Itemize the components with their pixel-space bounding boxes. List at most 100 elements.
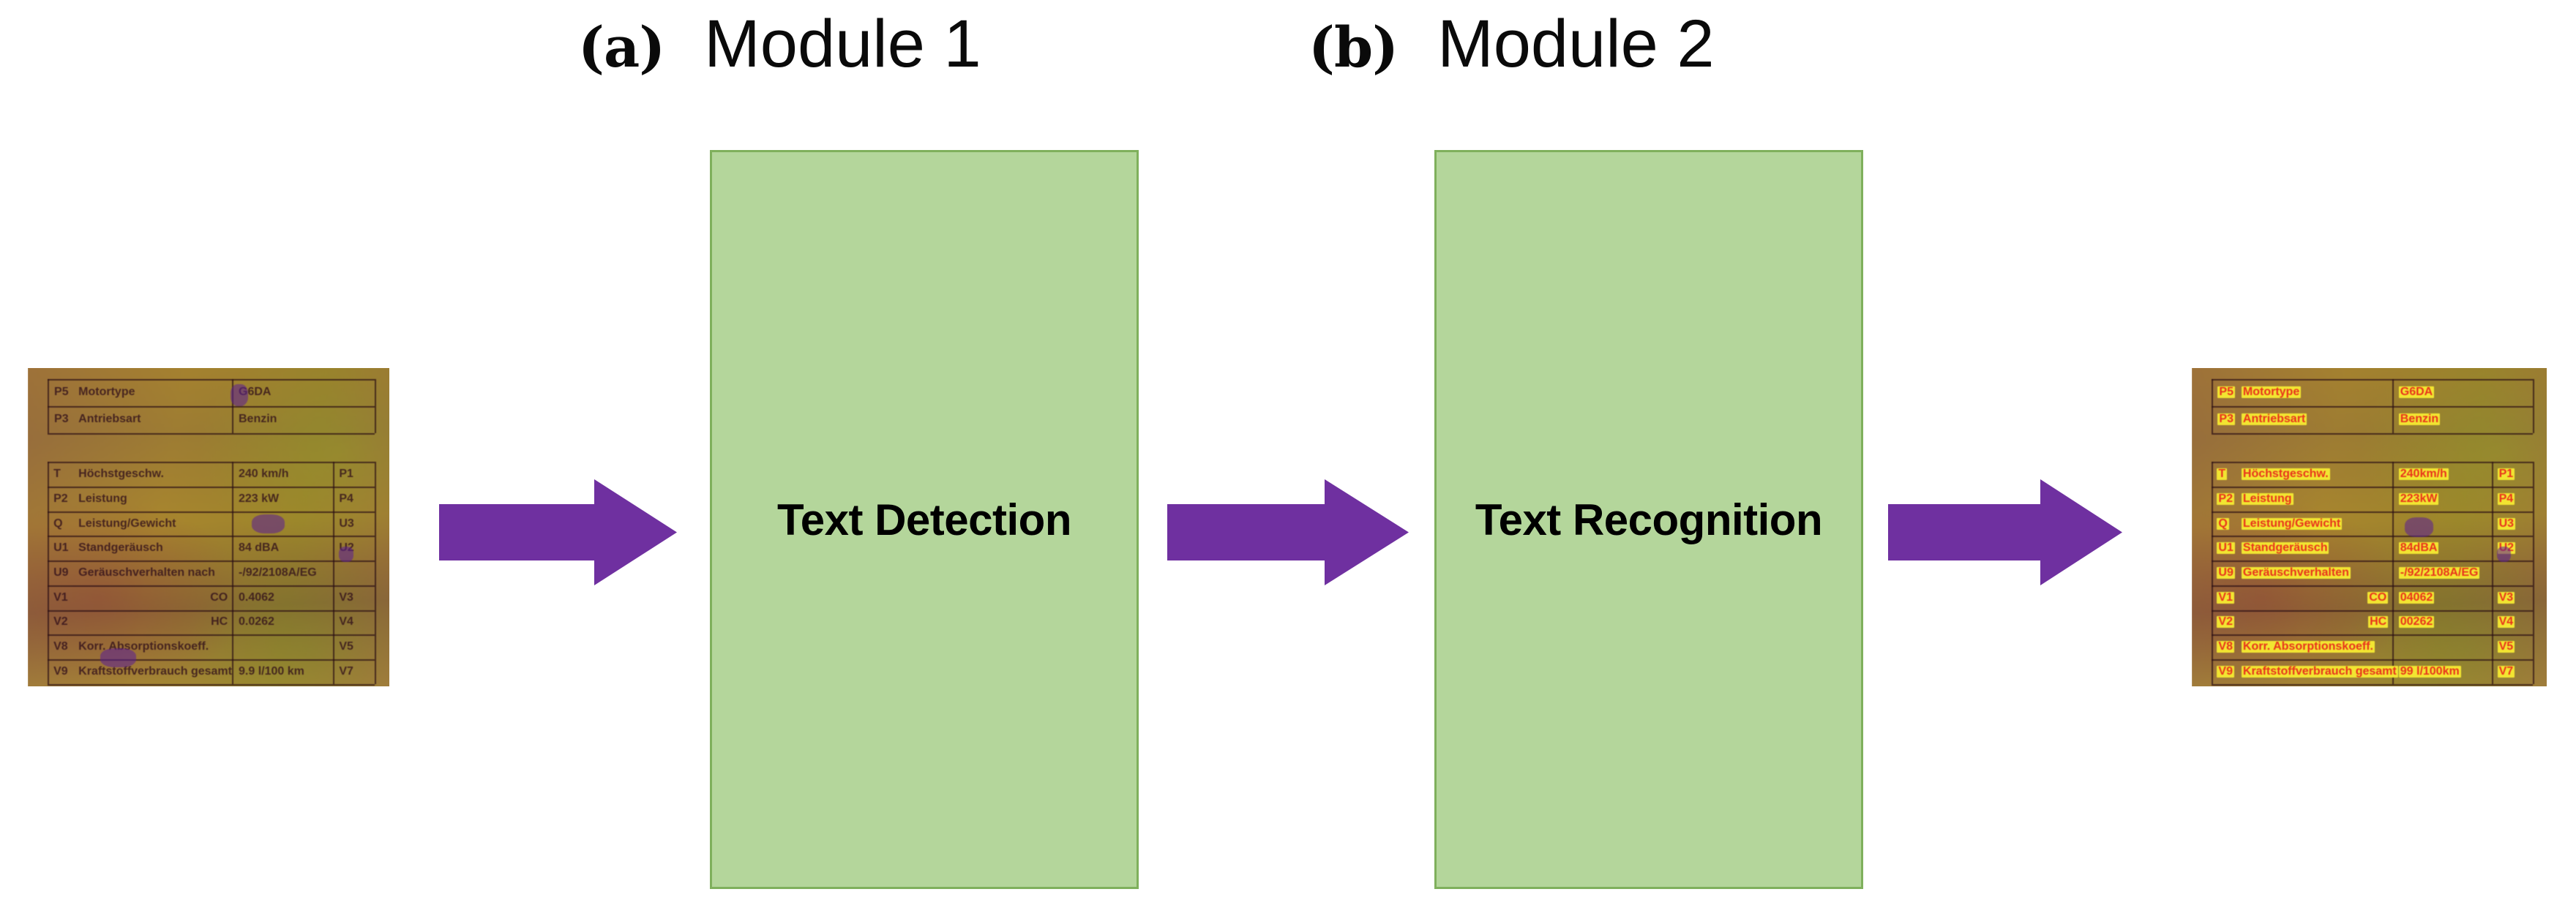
table-cell-text: V8 [2217, 641, 2234, 653]
table-cell-text: V4 [2497, 616, 2515, 629]
table-rule-horizontal [48, 462, 375, 464]
panel-title-module-2: Module 2 [1437, 7, 1715, 81]
table-rule-vertical [48, 379, 50, 434]
table-cell-text: 223kW [2398, 492, 2439, 505]
table-cell-text: Antriebsart [2241, 413, 2307, 426]
table-cell-text: V2 [2217, 616, 2234, 629]
table-cell-text: 00262 [2398, 616, 2435, 629]
table-cell-text: 0.4062 [239, 591, 274, 604]
table-cell-text: Kraftstoffverbrauch gesamt [78, 665, 232, 678]
table-cell-text: 99 l/100km [2398, 665, 2461, 678]
table-cell-text: HC [2368, 616, 2389, 629]
table-rule-horizontal [2211, 511, 2533, 513]
table-cell-text: V5 [339, 641, 353, 653]
table-rule-horizontal [2211, 433, 2533, 435]
table-cell-text: Standgeräusch [2241, 542, 2329, 555]
table-cell-text: Motortype [2241, 386, 2302, 399]
table-rule-vertical [48, 462, 50, 684]
module-label-text-recognition: Text Recognition [1475, 495, 1823, 544]
table-cell-text: Leistung [78, 492, 127, 505]
table-cell-text: Antriebsart [78, 413, 141, 426]
table-cell-text: 223 kW [239, 492, 280, 505]
arrow-recognition-to-output [1888, 479, 2122, 585]
table-cell-text: G6DA [2398, 386, 2435, 399]
table-rule-vertical [333, 462, 335, 684]
table-rule-vertical [375, 379, 377, 434]
module-box-text-recognition[interactable]: Text Recognition [1434, 150, 1863, 889]
table-rule-horizontal [2211, 379, 2533, 381]
table-cell-text: V3 [2497, 591, 2515, 604]
table-cell-text: 84dBA [2398, 542, 2439, 555]
table-cell-text: P2 [53, 492, 68, 505]
table-rule-horizontal [48, 511, 375, 513]
table-rule-horizontal [2211, 634, 2533, 637]
table-rule-horizontal [48, 560, 375, 563]
table-cell-text: P2 [2217, 492, 2234, 505]
table-cell-text: V9 [53, 665, 68, 678]
table-cell-text: P3 [2217, 413, 2235, 426]
table-cell-text: U1 [53, 542, 69, 555]
table-cell-text: U2 [339, 542, 354, 555]
table-cell-text: U9 [53, 566, 69, 579]
table-cell-text: P1 [2497, 468, 2515, 481]
table-cell-text: Kraftstoffverbrauch gesamt [2241, 665, 2398, 678]
table-rule-horizontal [2211, 462, 2533, 464]
table-rule-horizontal [2211, 659, 2533, 661]
table-cell-text: 240km/h [2398, 468, 2449, 481]
table-rule-horizontal [2211, 406, 2533, 408]
table-cell-text: HC [211, 616, 228, 629]
table-rule-horizontal [2211, 585, 2533, 587]
table-cell-text: V1 [53, 591, 68, 604]
panel-heading-a: (a) Module 1 [578, 6, 981, 83]
table-cell-text: Motortype [78, 386, 135, 399]
table-cell-text: Benzin [2398, 413, 2441, 426]
table-rule-horizontal [48, 683, 375, 686]
table-cell-text: 04062 [2398, 591, 2435, 604]
table-rule-horizontal [2211, 610, 2533, 612]
table-rule-horizontal [48, 536, 375, 538]
table-cell-text: Q [2217, 517, 2229, 530]
table-rule-vertical [2532, 379, 2534, 434]
table-cell-text: V9 [2217, 665, 2234, 678]
table-cell-text: V4 [339, 616, 353, 629]
table-rule-horizontal [48, 406, 375, 408]
arrow-input-to-detection [439, 479, 677, 585]
table-cell-text: Leistung/Gewicht [78, 517, 176, 530]
table-rule-vertical [2392, 462, 2395, 684]
panel-tag-b: (b) [1308, 15, 1399, 80]
table-cell-text: U3 [2497, 517, 2516, 530]
table-cell-text: CO [2367, 591, 2389, 604]
table-rule-horizontal [48, 585, 375, 587]
table-rule-horizontal [48, 659, 375, 661]
table-rule-horizontal [48, 610, 375, 612]
table-cell-text: 0.0262 [239, 616, 274, 629]
table-cell-text: T [53, 468, 61, 481]
table-cell-text: -/92/2108A/EG [2398, 566, 2480, 579]
table-cell-text: V1 [2217, 591, 2234, 604]
table-cell-text: U3 [339, 517, 354, 530]
table-cell-text: U1 [2217, 542, 2235, 555]
table-cell-text: Standgeräusch [78, 542, 163, 555]
table-cell-text: Leistung [2241, 492, 2294, 505]
table-cell-text: 240 km/h [239, 468, 289, 481]
table-cell-text: Q [53, 517, 63, 530]
table-cell-text: Benzin [239, 413, 277, 426]
table-rule-horizontal [2211, 536, 2533, 538]
table-cell-text: Geräuschverhalten nach [78, 566, 215, 579]
table-cell-text: -/92/2108A/EG [239, 566, 317, 579]
module-box-text-detection[interactable]: Text Detection [710, 150, 1139, 889]
table-rule-vertical [2491, 462, 2493, 684]
table-cell-text: U9 [2217, 566, 2235, 579]
table-cell-text: P5 [54, 386, 69, 399]
table-cell-text: G6DA [239, 386, 272, 399]
table-rule-horizontal [48, 433, 375, 435]
table-cell-text: V7 [2497, 665, 2515, 678]
table-cell-text: Leistung/Gewicht [2241, 517, 2343, 530]
table-cell-text: Korr. Absorptionskoeff. [2241, 641, 2375, 653]
table-cell-text: U2 [2497, 542, 2516, 555]
